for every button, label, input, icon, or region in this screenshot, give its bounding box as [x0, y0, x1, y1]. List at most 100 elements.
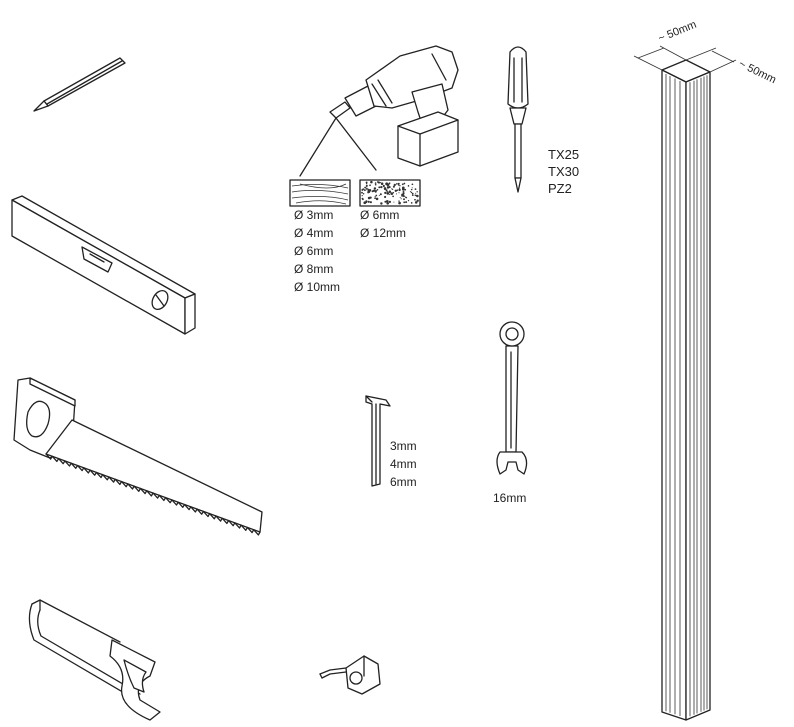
post-dimension-label: ~ 50mm	[737, 58, 778, 86]
wood-bit-size: Ø 10mm	[294, 280, 340, 294]
masonry-speck	[370, 180, 373, 184]
masonry-speck	[415, 192, 417, 194]
masonry-speck	[367, 200, 370, 203]
masonry-speck	[388, 182, 391, 185]
masonry-speck	[410, 202, 413, 204]
masonry-speck	[367, 191, 369, 194]
masonry-speck	[384, 195, 387, 199]
masonry-speck	[397, 182, 400, 185]
masonry-speck	[411, 194, 414, 197]
masonry-speck	[387, 200, 389, 202]
hex-key-size: 6mm	[390, 475, 417, 489]
screwdriver-bit: TX30	[548, 164, 579, 179]
masonry-speck	[391, 188, 393, 190]
masonry-speck	[405, 196, 407, 198]
masonry-speck	[367, 188, 369, 190]
masonry-speck	[374, 183, 377, 186]
masonry-speck	[391, 188, 394, 190]
wrench-size: 16mm	[493, 491, 526, 505]
masonry-speck	[395, 189, 397, 192]
masonry-speck	[378, 194, 380, 197]
masonry-bit-sizes: Ø 6mm Ø 12mm	[360, 208, 406, 240]
masonry-speck	[407, 199, 410, 202]
wood-bit-size: Ø 3mm	[294, 208, 333, 222]
masonry-speck	[374, 197, 376, 200]
masonry-speck	[379, 182, 382, 184]
masonry-speck	[362, 198, 364, 201]
masonry-speck	[414, 188, 417, 190]
masonry-speck	[416, 195, 419, 198]
masonry-speck	[382, 184, 385, 188]
tape-measure-icon	[319, 655, 381, 695]
masonry-speck	[407, 185, 410, 187]
masonry-speck	[392, 185, 395, 188]
masonry-speck	[390, 192, 394, 195]
masonry-speck	[392, 195, 394, 198]
masonry-speck	[374, 182, 377, 184]
masonry-speck	[378, 186, 381, 189]
masonry-speck	[369, 201, 372, 204]
hex-key-size: 4mm	[390, 457, 417, 471]
masonry-speck	[388, 193, 391, 195]
wood-bit-size: Ø 6mm	[294, 244, 333, 258]
masonry-speck	[411, 192, 414, 195]
wood-material-swatch	[289, 179, 351, 207]
masonry-speck	[399, 185, 401, 187]
masonry-speck	[365, 200, 368, 203]
masonry-speck	[410, 188, 413, 191]
screwdriver-bit: PZ2	[548, 181, 572, 196]
masonry-speck	[386, 190, 388, 193]
hand-saw-icon	[13, 377, 263, 536]
masonry-speck	[365, 201, 368, 204]
masonry-speck	[409, 191, 411, 193]
masonry-speck	[361, 195, 363, 197]
masonry-speck	[398, 192, 400, 194]
masonry-speck	[385, 189, 388, 192]
masonry-bit-size: Ø 6mm	[360, 208, 399, 222]
masonry-speck	[376, 189, 379, 191]
screwdriver-bit: TX25	[548, 147, 579, 162]
wood-bit-size: Ø 4mm	[294, 226, 333, 240]
masonry-speck	[383, 187, 387, 191]
masonry-speck	[375, 189, 377, 192]
masonry-speck	[373, 187, 377, 190]
screwdriver-icon	[507, 46, 529, 193]
screwdriver-bits: TX25 TX30 PZ2	[548, 147, 579, 196]
masonry-speck	[374, 196, 376, 198]
masonry-speck	[379, 193, 382, 196]
hacksaw-icon	[28, 599, 161, 721]
masonry-speck	[401, 183, 404, 186]
masonry-speck	[410, 191, 413, 194]
masonry-speck	[365, 181, 368, 184]
masonry-speck	[403, 201, 406, 204]
hex-key-icon	[365, 395, 391, 487]
masonry-speck	[386, 186, 390, 189]
masonry-speck	[395, 193, 397, 195]
masonry-speck	[393, 201, 395, 203]
masonry-speck	[361, 191, 363, 194]
masonry-speck	[365, 184, 368, 187]
masonry-speck	[402, 192, 405, 195]
combination-wrench-icon	[496, 321, 528, 475]
cordless-drill-icon	[299, 45, 459, 177]
masonry-speck	[392, 192, 395, 194]
masonry-speck	[416, 199, 419, 202]
masonry-speck	[380, 202, 383, 205]
hex-key-size: 3mm	[390, 439, 417, 453]
wood-bit-sizes: Ø 3mm Ø 4mm Ø 6mm Ø 8mm Ø 10mm	[294, 208, 340, 294]
masonry-speck	[398, 187, 401, 189]
masonry-speck	[380, 185, 383, 189]
masonry-speck	[366, 185, 368, 188]
hex-key-sizes: 3mm 4mm 6mm	[390, 439, 417, 489]
masonry-speck	[363, 201, 367, 205]
masonry-speck	[365, 182, 368, 185]
masonry-speck	[386, 184, 389, 187]
masonry-speck	[384, 200, 387, 203]
wood-bit-size: Ø 8mm	[294, 262, 333, 276]
masonry-speck	[399, 197, 401, 199]
masonry-speck	[416, 191, 418, 193]
masonry-speck	[393, 183, 396, 187]
masonry-bit-size: Ø 12mm	[360, 226, 406, 240]
wooden-post-icon	[661, 59, 711, 721]
